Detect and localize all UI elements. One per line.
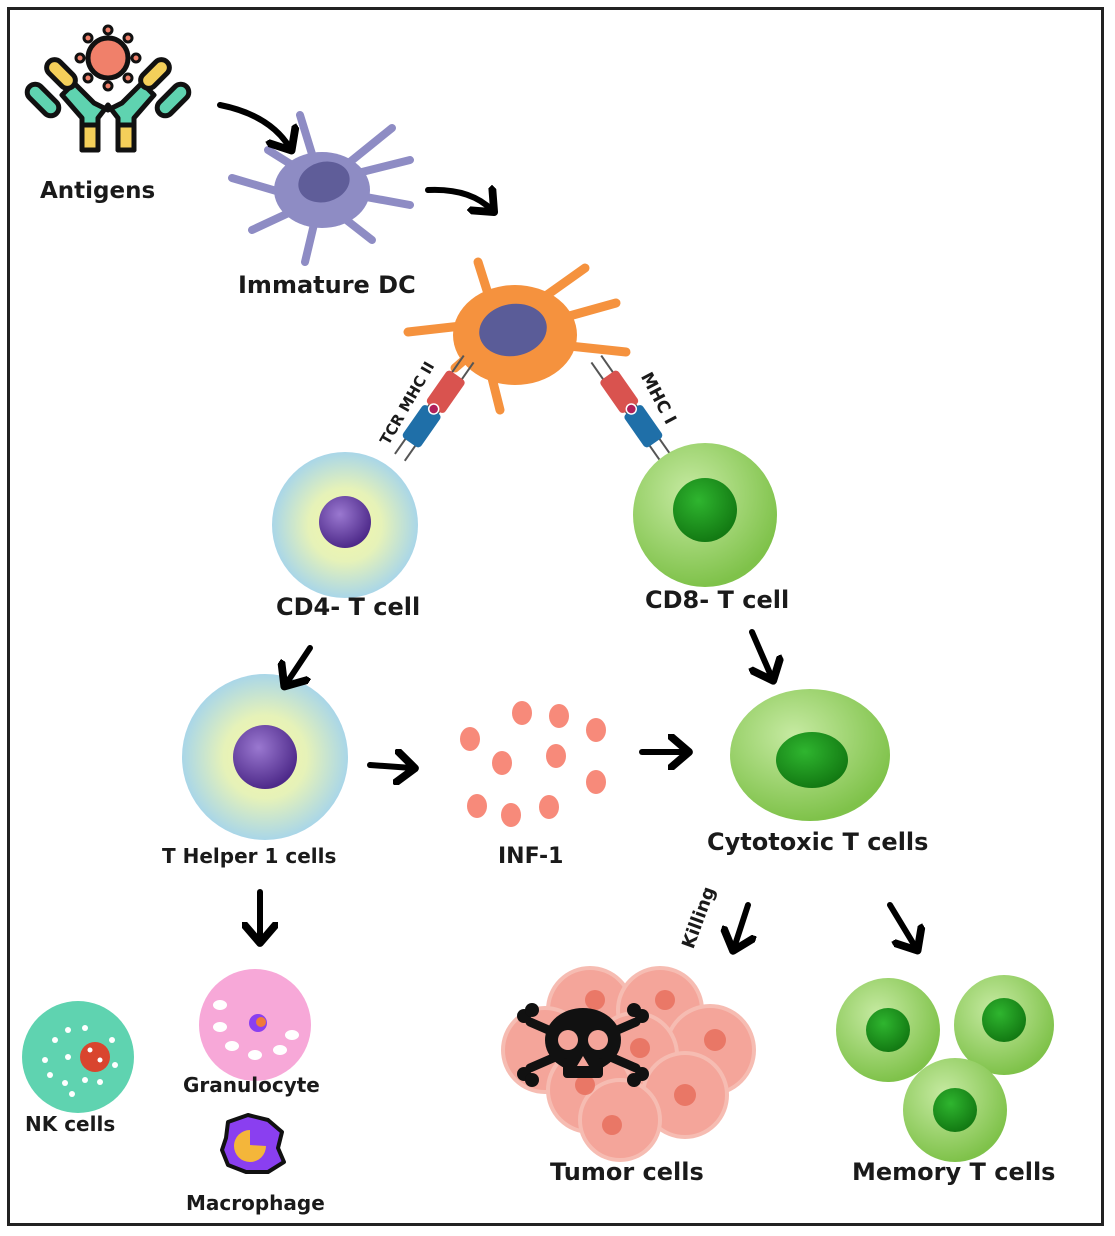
arrow-cd4-to-th1 [286,645,313,684]
arrow-ctl-to-memory [887,902,916,948]
nk-cell [22,1001,134,1113]
tcr-mhc2-receptor [394,355,475,462]
label-granulocyte: Granulocyte [183,1073,320,1097]
mhc1-receptor [590,355,671,462]
granulocyte-cell [199,969,311,1081]
arrow-dc-maturation [425,190,492,210]
skull-crossbones-icon [517,1003,649,1087]
cytotoxic-t-cell [730,689,890,821]
macrophage-cell [220,1113,286,1174]
tumor-cell-cluster [501,966,756,1162]
cd4-t-cell [272,452,418,598]
label-cd4-t-cell: CD4- T cell [276,593,421,621]
label-inf1: INF-1 [498,844,564,869]
label-cytotoxic-t-cells: Cytotoxic T cells [707,828,929,856]
label-cd8-t-cell: CD8- T cell [645,586,790,614]
label-macrophage: Macrophage [186,1191,325,1215]
t-helper-1-cell [182,674,348,840]
memory-t-cells [836,975,1054,1162]
arrow-th1-to-inf [367,765,412,768]
label-t-helper-1: T Helper 1 cells [162,844,337,868]
label-memory-t-cells: Memory T cells [852,1158,1056,1186]
arrow-antigen-to-dc [217,102,290,148]
antigen-antibody-icon [24,24,192,153]
label-nk-cells: NK cells [25,1112,116,1136]
label-immature-dc: Immature DC [238,271,416,299]
label-tumor-cells: Tumor cells [550,1158,704,1186]
cd8-t-cell [633,443,777,587]
inf1-cytokines [460,701,606,827]
arrow-cd8-to-ctl [752,629,772,678]
mature-dendritic-cell [403,257,631,415]
arrow-ctl-to-tumor [734,902,748,948]
label-antigens: Antigens [40,178,156,204]
immature-dendritic-cell [228,111,414,266]
